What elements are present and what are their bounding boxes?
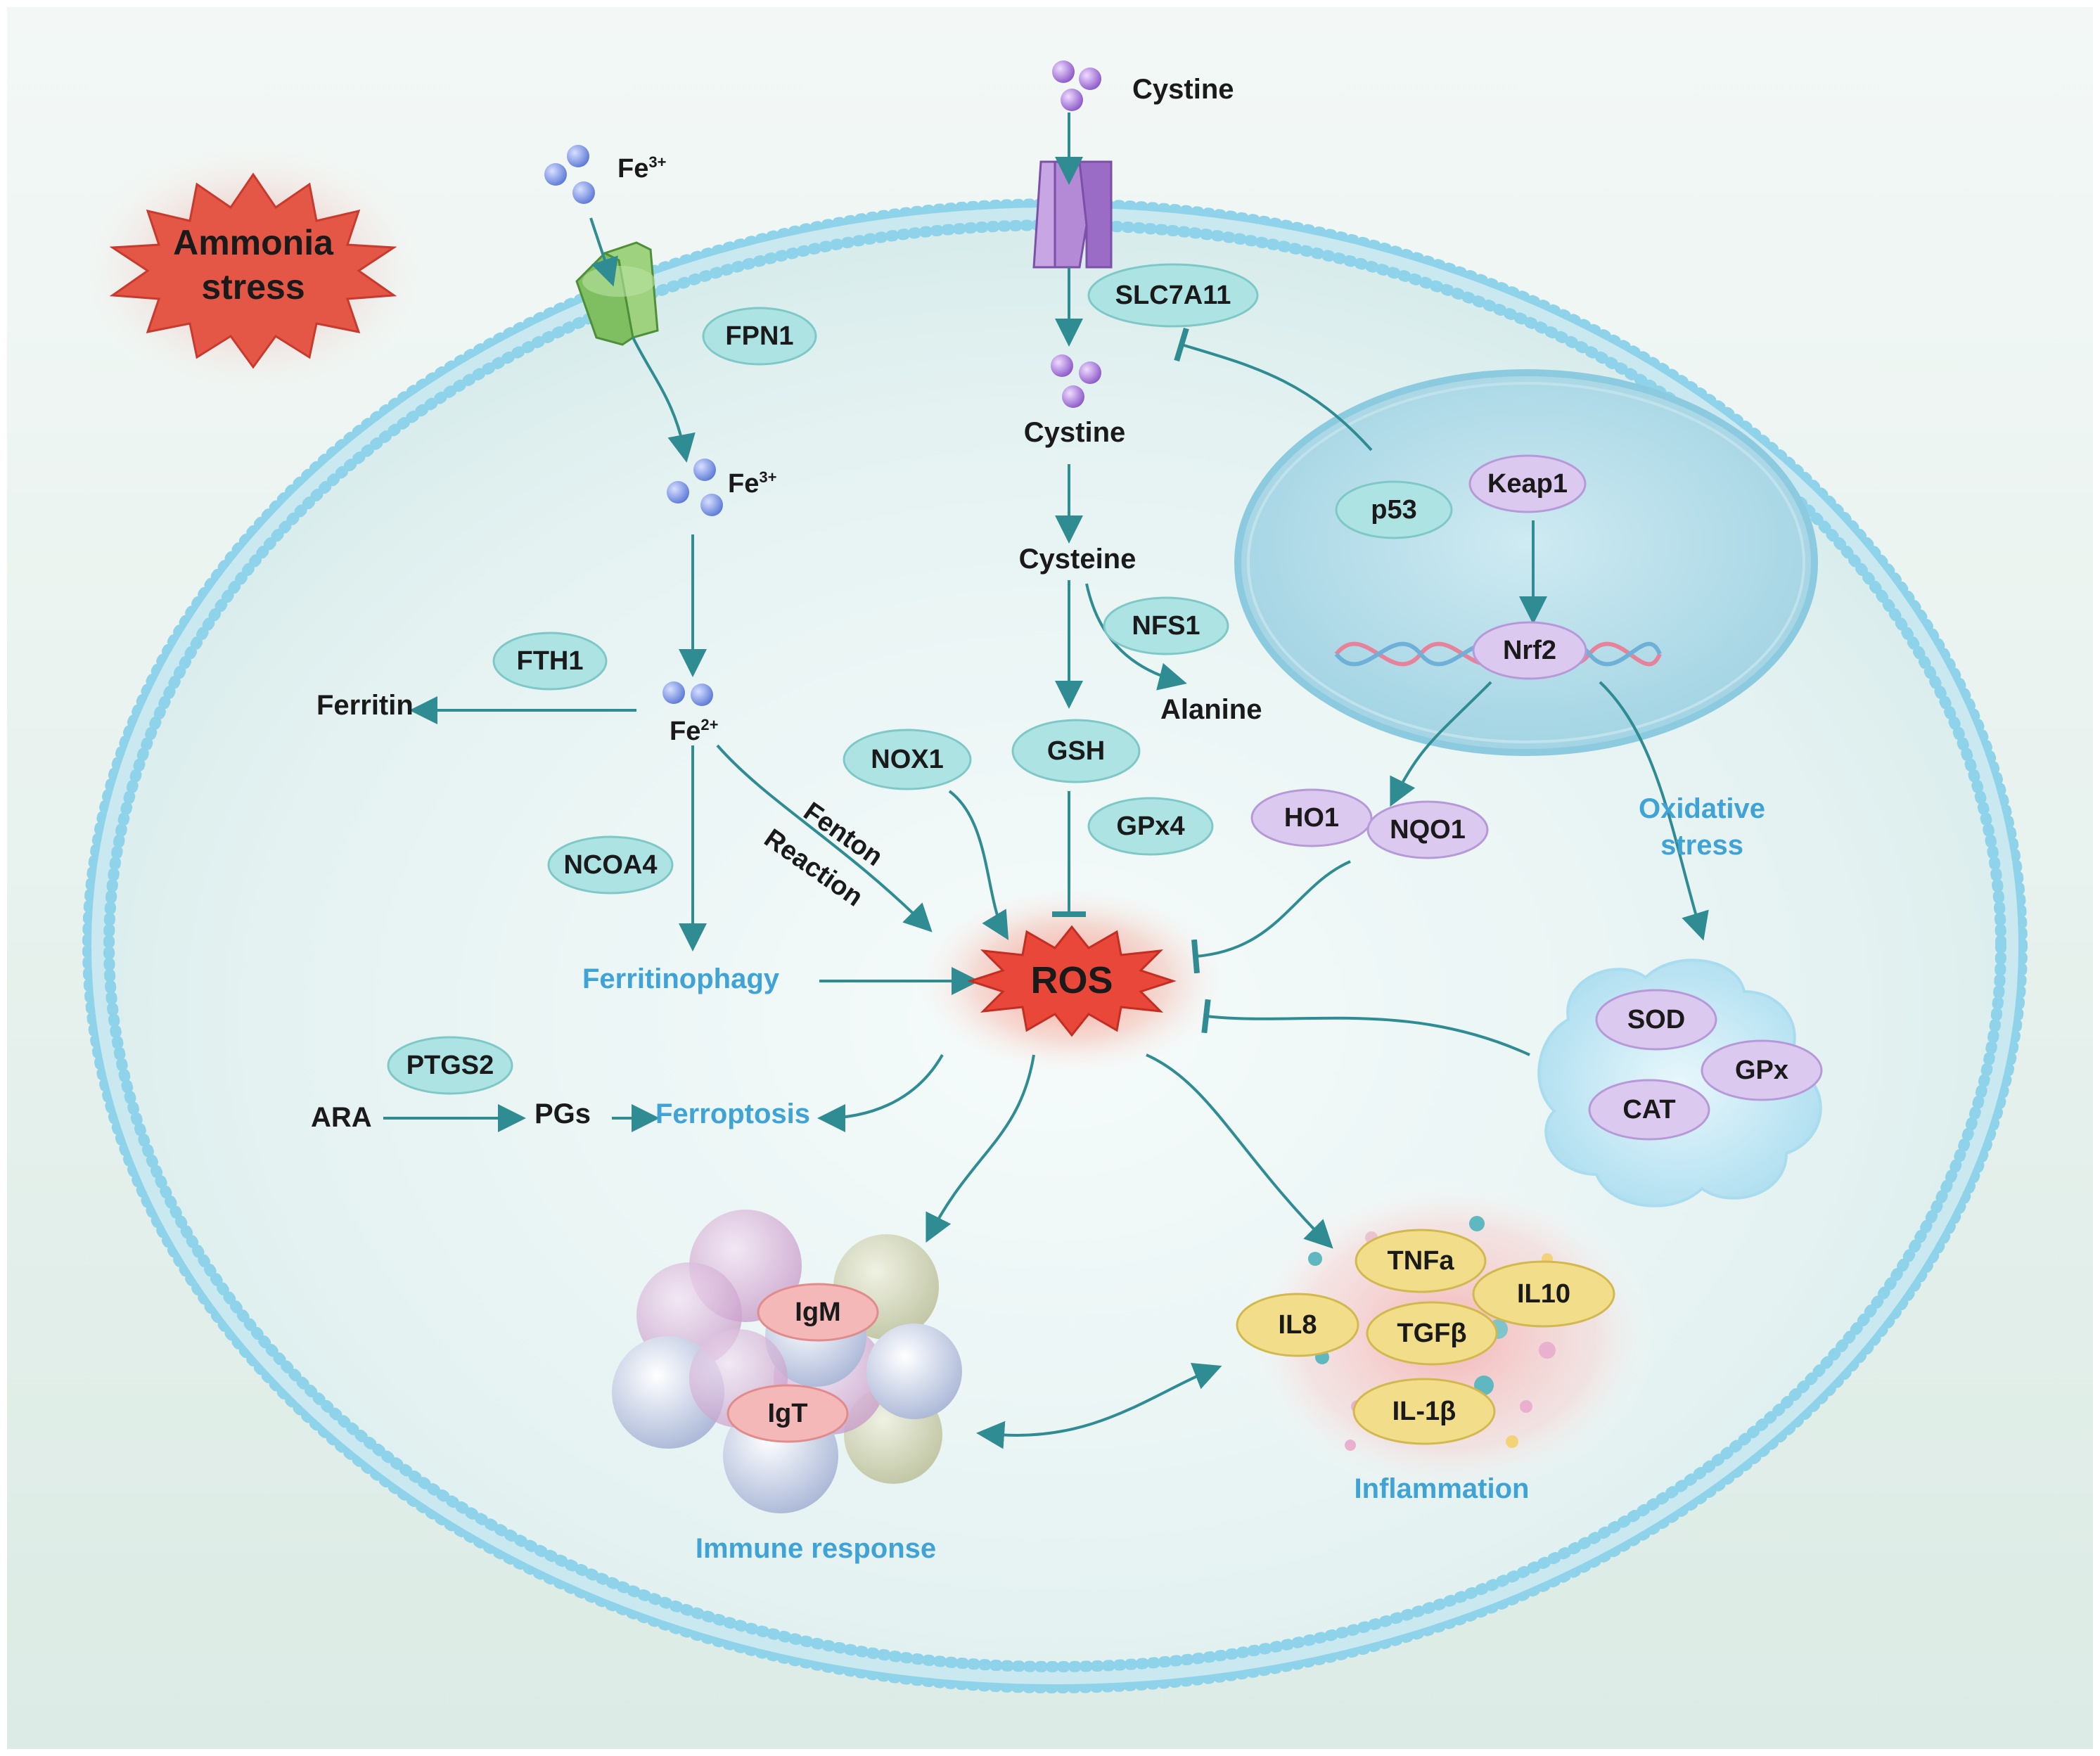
cystine-outside-balls <box>1052 60 1101 111</box>
svg-text:TGFβ: TGFβ <box>1397 1319 1466 1348</box>
ferroptosis-label: Ferroptosis <box>655 1098 810 1129</box>
pill-il1b: IL-1β <box>1352 1378 1496 1445</box>
svg-text:CAT: CAT <box>1622 1095 1675 1124</box>
svg-text:IL-1β: IL-1β <box>1392 1397 1456 1426</box>
ammonia-stress-badge: Ammonia stress <box>70 134 436 401</box>
svg-text:NCOA4: NCOA4 <box>563 850 657 880</box>
pill-ho1: HO1 <box>1250 788 1373 847</box>
cysteine-label: Cysteine <box>1019 544 1137 575</box>
svg-text:IgM: IgM <box>795 1297 840 1327</box>
pill-nqo1: NQO1 <box>1366 800 1489 859</box>
pill-p53: p53 <box>1335 480 1453 539</box>
cystine-outside-label: Cystine <box>1132 74 1234 105</box>
pill-gpx4: GPx4 <box>1087 797 1214 856</box>
svg-text:NFS1: NFS1 <box>1132 611 1200 641</box>
svg-text:GPx4: GPx4 <box>1116 812 1184 841</box>
svg-text:IL10: IL10 <box>1517 1279 1570 1309</box>
ros-burst: ROS <box>967 925 1177 1037</box>
ammonia-stress-line1: Ammonia <box>173 223 334 262</box>
ros-label: ROS <box>1030 959 1113 1001</box>
ara-label: ARA <box>311 1102 372 1133</box>
pill-il8: IL8 <box>1236 1293 1359 1357</box>
fe3-outside-balls <box>544 145 595 204</box>
fe-transporter-channel <box>575 241 659 346</box>
svg-text:FPN1: FPN1 <box>725 321 793 351</box>
svg-text:NOX1: NOX1 <box>871 745 943 774</box>
svg-text:PTGS2: PTGS2 <box>406 1051 494 1080</box>
pill-sod: SOD <box>1595 989 1717 1051</box>
pill-cat: CAT <box>1588 1079 1710 1141</box>
svg-text:IgT: IgT <box>768 1399 808 1428</box>
alanine-label: Alanine <box>1160 694 1262 725</box>
pill-keap1: Keap1 <box>1468 454 1587 513</box>
nucleus <box>1234 369 1818 756</box>
svg-text:Keap1: Keap1 <box>1487 469 1568 499</box>
arrows <box>383 113 1709 1449</box>
svg-text:SOD: SOD <box>1627 1005 1685 1034</box>
inflammation-label: Inflammation <box>1355 1473 1530 1504</box>
svg-text:SLC7A11: SLC7A11 <box>1115 281 1231 310</box>
pill-slc7a11: SLC7A11 <box>1087 263 1259 328</box>
pill-nfs1: NFS1 <box>1103 596 1229 655</box>
fe2-label: Fe2+ <box>670 716 718 746</box>
fe3-outside-label: Fe3+ <box>617 153 666 184</box>
fe3-inside-balls <box>667 459 723 516</box>
pill-igt: IgT <box>726 1384 849 1443</box>
pill-ptgs2: PTGS2 <box>387 1036 513 1095</box>
ferritin-label: Ferritin <box>316 690 414 721</box>
oxidative-stress-line1: Oxidative <box>1639 793 1765 824</box>
fe3-inside-label: Fe3+ <box>728 468 776 499</box>
cystine-inside-label: Cystine <box>1024 417 1126 448</box>
pill-tgfb: TGFβ <box>1366 1301 1498 1366</box>
immune-response-label: Immune response <box>696 1533 936 1564</box>
pill-fth1: FTH1 <box>492 632 608 691</box>
pill-il10: IL10 <box>1472 1260 1615 1328</box>
oxidative-stress-line2: stress <box>1660 830 1743 861</box>
svg-text:GPx: GPx <box>1735 1056 1788 1085</box>
ammonia-stress-line2: stress <box>201 267 305 307</box>
pill-nox1: NOX1 <box>843 729 972 790</box>
svg-text:GSH: GSH <box>1047 736 1105 766</box>
fe2-balls <box>662 681 713 706</box>
slc7a11-transporter-channel <box>1032 160 1113 269</box>
pill-ncoa4: NCOA4 <box>547 835 674 895</box>
svg-text:IL8: IL8 <box>1279 1310 1317 1340</box>
pill-tnfa: TNFa <box>1355 1229 1487 1293</box>
svg-text:NQO1: NQO1 <box>1390 815 1466 845</box>
ferritinophagy-label: Ferritinophagy <box>582 963 780 994</box>
svg-text:Nrf2: Nrf2 <box>1503 636 1556 665</box>
pill-gpx: GPx <box>1701 1039 1823 1101</box>
pill-nrf2: Nrf2 <box>1472 621 1587 680</box>
svg-text:FTH1: FTH1 <box>517 646 584 676</box>
cystine-inside-balls <box>1051 354 1101 408</box>
svg-text:TNFa: TNFa <box>1388 1246 1455 1276</box>
pill-gsh: GSH <box>1011 719 1141 783</box>
pgs-label: PGs <box>534 1098 591 1129</box>
pill-fpn1: FPN1 <box>702 307 817 366</box>
pill-igm: IgM <box>757 1283 879 1342</box>
svg-text:HO1: HO1 <box>1284 803 1339 833</box>
svg-text:p53: p53 <box>1371 495 1416 525</box>
